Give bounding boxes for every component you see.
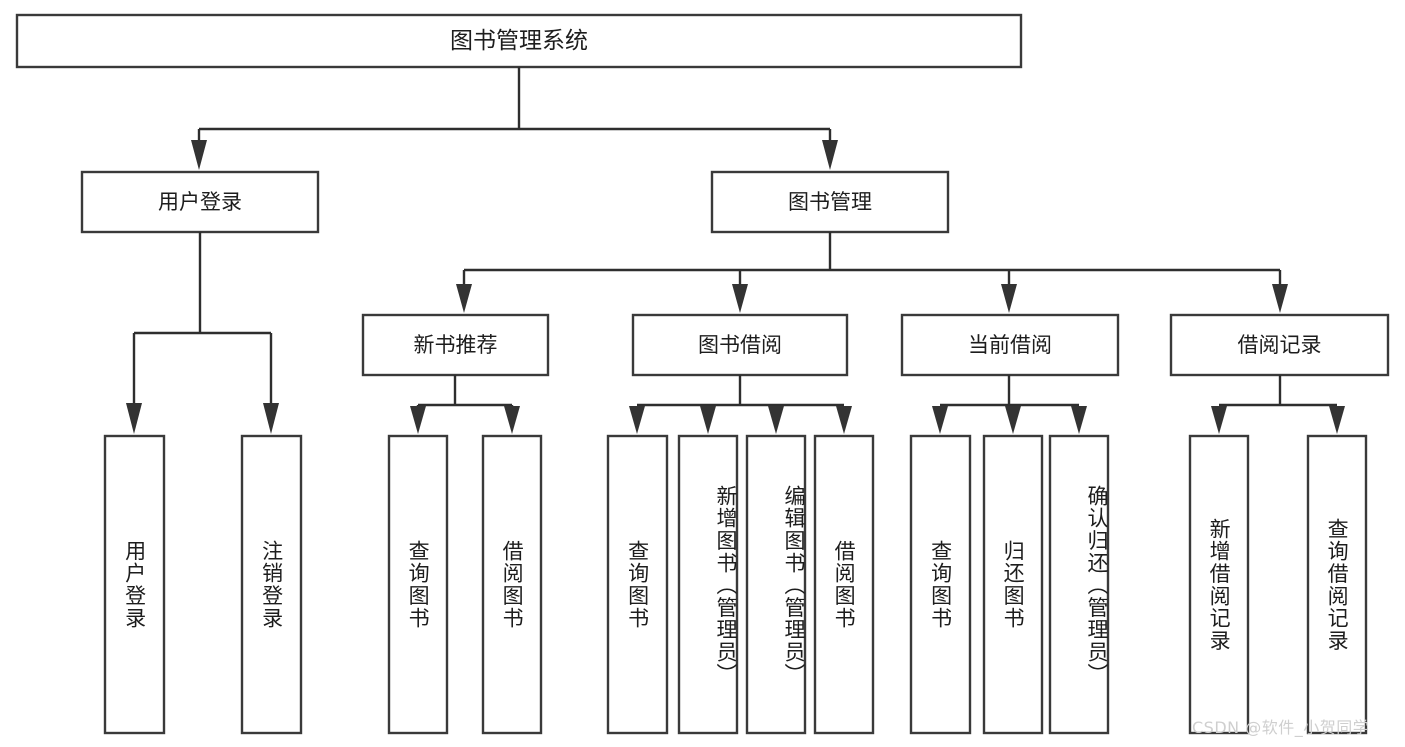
arrowhead-leaf-add-book (700, 406, 716, 434)
node-box-leaf-query-book-1[interactable] (387, 434, 449, 735)
node-box-leaf-user-login[interactable] (103, 434, 166, 735)
arrowhead-leaf-query-book-1 (410, 406, 426, 434)
node-box-leaf-edit-book[interactable] (745, 434, 807, 735)
node-box-leaf-logout-login[interactable] (240, 434, 303, 735)
arrowhead-borrow-record (1272, 284, 1288, 313)
arrowhead-current-borrow (1001, 284, 1017, 313)
arrowhead-leaf-add-record (1211, 406, 1227, 434)
node-box-leaf-query-book-2[interactable] (606, 434, 669, 735)
node-box-leaf-borrow-book-1[interactable] (481, 434, 543, 735)
arrowhead-leaf-logout-login (263, 403, 279, 434)
arrowhead-new-book-recommend (456, 284, 472, 313)
arrowhead-leaf-confirm-return (1071, 406, 1087, 434)
arrowhead-leaf-query-book-3 (932, 406, 948, 434)
node-box-leaf-add-book[interactable] (677, 434, 739, 735)
arrowhead-book-manage (822, 140, 838, 170)
arrowhead-user-login (191, 140, 207, 170)
arrowhead-leaf-user-login (126, 403, 142, 434)
arrowhead-book-borrow (732, 284, 748, 313)
node-box-current-borrow[interactable] (900, 313, 1120, 377)
node-box-leaf-borrow-book-2[interactable] (813, 434, 875, 735)
node-box-book-manage[interactable] (710, 170, 950, 234)
node-box-leaf-add-record[interactable] (1188, 434, 1250, 735)
arrowhead-leaf-edit-book (768, 406, 784, 434)
arrowhead-leaf-query-record (1329, 406, 1345, 434)
arrowhead-leaf-query-book-2 (629, 406, 645, 434)
arrowhead-leaf-borrow-book-1 (504, 406, 520, 434)
node-box-user-login[interactable] (80, 170, 320, 234)
node-box-new-book-recommend[interactable] (361, 313, 550, 377)
node-box-leaf-query-book-3[interactable] (909, 434, 972, 735)
node-box-root[interactable] (15, 13, 1023, 69)
arrowhead-leaf-borrow-book-2 (836, 406, 852, 434)
node-box-leaf-return-book[interactable] (982, 434, 1044, 735)
arrowhead-leaf-return-book (1005, 406, 1021, 434)
node-box-book-borrow[interactable] (631, 313, 849, 377)
node-box-leaf-confirm-return[interactable] (1048, 434, 1110, 735)
node-box-leaf-query-record[interactable] (1306, 434, 1368, 735)
node-box-borrow-record[interactable] (1169, 313, 1390, 377)
